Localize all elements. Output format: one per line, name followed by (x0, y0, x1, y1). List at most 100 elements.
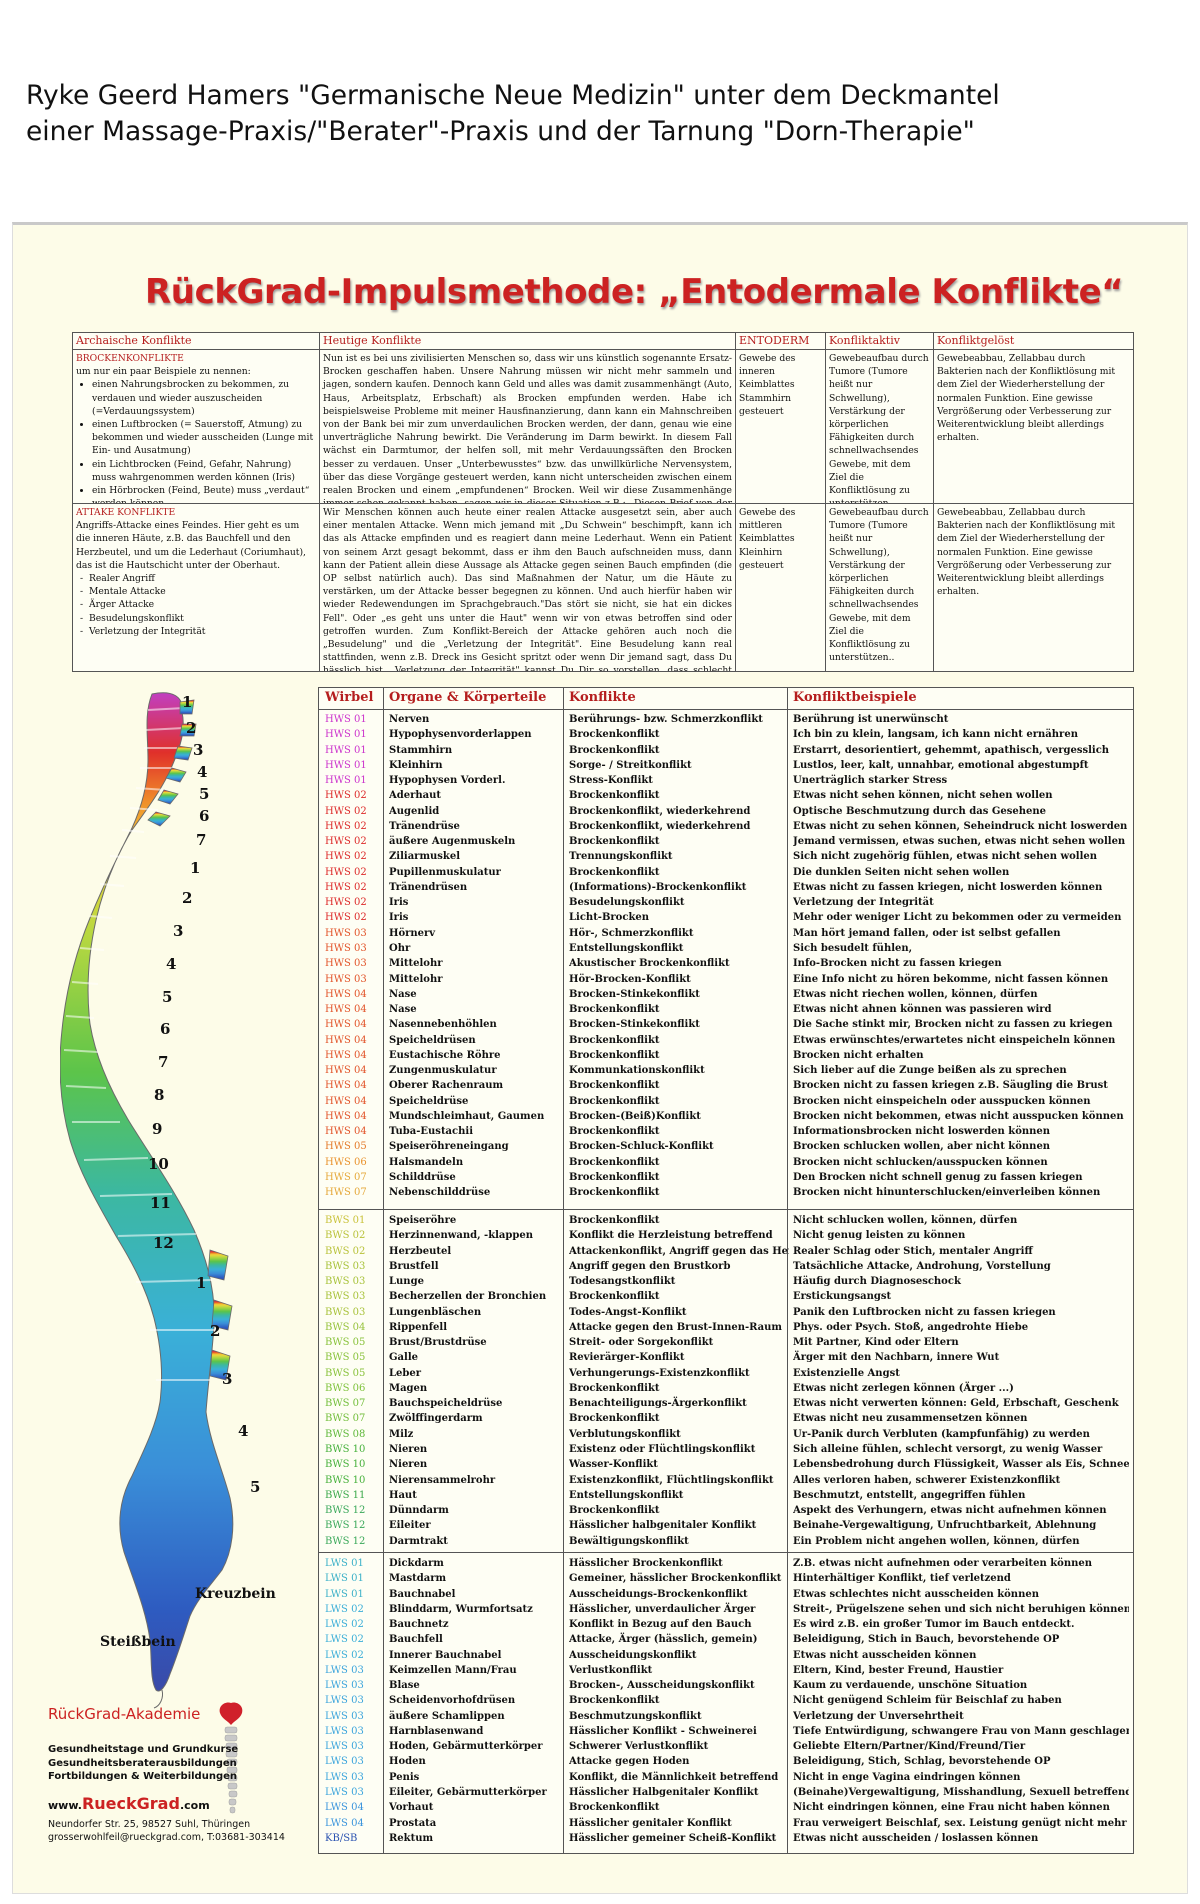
wirbel-cell: HWS 04 (325, 1095, 367, 1107)
wirbel-cell: HWS 04 (325, 1034, 367, 1046)
wirbel-cell: LWS 04 (325, 1802, 364, 1814)
beispiel-cell: Man hört jemand fallen, oder ist selbst … (793, 927, 1061, 939)
konflikt-cell: Verhungerungs-Existenzkonflikt (569, 1367, 750, 1379)
konflikt-cell: Stress-Konflikt (569, 775, 653, 787)
beispiel-cell: Beleidigung, Stich, Schlag, bevorstehend… (793, 1756, 1051, 1768)
organ-cell: Mundschleimhaut, Gaumen (389, 1110, 545, 1122)
wirbel-cell: LWS 03 (325, 1695, 364, 1707)
spine-number-bws-9: 9 (152, 1120, 162, 1138)
konflikt-cell: Brockenkonflikt (569, 1505, 660, 1517)
wirbel-cell: LWS 03 (325, 1786, 364, 1798)
beispiel-cell: Nicht eindringen können, eine Frau nicht… (793, 1802, 1110, 1814)
beispiel-cell: Nicht in enge Vagina eindringen können (793, 1771, 1021, 1783)
wirbel-cell: LWS 03 (325, 1710, 364, 1722)
attake-intro: Angriffs-Attacke eines Feindes. Hier geh… (76, 520, 306, 571)
wirbel-cell: HWS 03 (325, 927, 367, 939)
list-item: - Besudelungskonflikt (80, 612, 184, 624)
beispiel-cell: Sich nicht zugehörig fühlen, etwas nicht… (793, 851, 1098, 863)
wirbel-cell: LWS 02 (325, 1603, 364, 1615)
beispiel-cell: Verletzung der Integrität (793, 897, 934, 909)
beispiel-cell: Tatsächliche Attacke, Androhung, Vorstel… (793, 1260, 1051, 1272)
beispiel-cell: Verletzung der Unversehrtheit (793, 1710, 964, 1722)
beispiel-cell: Nicht schlucken wollen, können, dürfen (793, 1215, 1018, 1226)
organ-cell: Hoden (389, 1756, 426, 1768)
wirbel-cell: BWS 10 (325, 1443, 366, 1455)
organ-cell: Nasennebenhöhlen (389, 1019, 497, 1031)
konflikt-cell: Attacke gegen den Brust-Innen-Raum (569, 1321, 782, 1333)
organ-cell: Aderhaut (389, 790, 442, 802)
page-title-line-1: Ryke Geerd Hamers "Germanische Neue Medi… (26, 80, 1000, 111)
konflikt-cell: Brockenkonflikt, wiederkehrend (569, 820, 751, 832)
spine-number-hws-1: 1 (182, 693, 192, 711)
konflikt-cell: Angriff gegen den Brustkorb (569, 1260, 731, 1272)
organ-cell: Nase (389, 1004, 417, 1016)
list-item: ein Hörbrocken (Feind, Beute) muss „verd… (92, 484, 316, 503)
beispiel-cell: Etwas schlechtes nicht ausscheiden könne… (793, 1588, 1039, 1600)
wirbel-cell: BWS 11 (325, 1489, 366, 1501)
beispiel-cell: (Beinahe)Vergewaltigung, Misshandlung, S… (793, 1786, 1129, 1798)
spine-number-lws-5: 5 (250, 1478, 260, 1496)
group-separator-bws (319, 1209, 1133, 1210)
organ-cell: Zungenmuskulatur (389, 1065, 497, 1077)
spine-number-hws-2: 2 (186, 719, 196, 737)
beispiel-cell: Brocken nicht hinunterschlucken/einverle… (793, 1187, 1101, 1199)
wirbel-cell: LWS 02 (325, 1649, 364, 1661)
organ-cell: Darmtrakt (389, 1535, 448, 1547)
list-item: einen Nahrungsbrocken zu bekommen, zu ve… (92, 378, 316, 418)
wirbel-cell: BWS 12 (325, 1535, 366, 1547)
organ-cell: Rektum (389, 1832, 434, 1844)
beispiel-cell: Etwas nicht verwerten können: Geld, Erbs… (793, 1398, 1119, 1410)
konflikt-cell: Brockenkonflikt (569, 1413, 660, 1425)
wirbel-cell: HWS 04 (325, 1126, 367, 1138)
organ-cell: Schilddrüse (389, 1171, 456, 1183)
beispiel-cell: Ärger mit den Nachbarn, innere Wut (793, 1352, 1000, 1364)
beispiel-cell: Brocken nicht zu fassen kriegen z.B. Säu… (793, 1080, 1108, 1092)
organ-cell: Harnblasenwand (389, 1725, 484, 1737)
konflikt-cell: Brockenkonflikt (569, 1187, 660, 1199)
brocken-bullet-list: einen Nahrungsbrocken zu bekommen, zu ve… (76, 378, 316, 503)
spine-number-lws-2: 2 (210, 1322, 220, 1340)
spine-number-bws-3: 3 (173, 922, 183, 940)
organ-cell: Hypophysen Vorderl. (389, 775, 506, 787)
organ-cell: Tränendrüse (389, 820, 460, 832)
beispiel-cell: Erstickungsangst (793, 1291, 892, 1303)
konflikt-cell: Entstellungskonflikt (569, 942, 684, 954)
konflikt-cell: Brockenkonflikt (569, 1049, 660, 1061)
beispiel-cell: Tiefe Entwürdigung, schwangere Frau von … (793, 1725, 1129, 1737)
wirbel-cell: HWS 04 (325, 1049, 367, 1061)
konflikt-cell: Sorge- / Streitkonflikt (569, 759, 692, 771)
wirbel-cell: BWS 05 (325, 1367, 366, 1379)
academy-contact-line: grosserwohlfeil@rueckgrad.com, T:03681-3… (48, 1832, 285, 1843)
header-separator (319, 709, 1133, 710)
wirbel-cell: HWS 04 (325, 1110, 367, 1122)
konflikt-cell: Bewältigungskonflikt (569, 1535, 689, 1547)
wirbel-cell: HWS 01 (325, 759, 367, 771)
wirbel-cell: BWS 03 (325, 1291, 366, 1303)
academy-website-link[interactable]: www.RueckGrad.com (48, 1793, 210, 1813)
organ-cell: Speiseröhre (389, 1215, 457, 1226)
column-divider (563, 688, 564, 1853)
col-archaische: Archaische Konflikte BROCKENKONFLIKTE um… (73, 333, 320, 671)
wirbel-cell: HWS 02 (325, 851, 367, 863)
organ-cell: Ohr (389, 942, 411, 954)
konflikt-cell: Hässlicher genitaler Konflikt (569, 1817, 732, 1829)
beispiel-cell: Mehr oder weniger Licht zu bekommen oder… (793, 912, 1122, 924)
